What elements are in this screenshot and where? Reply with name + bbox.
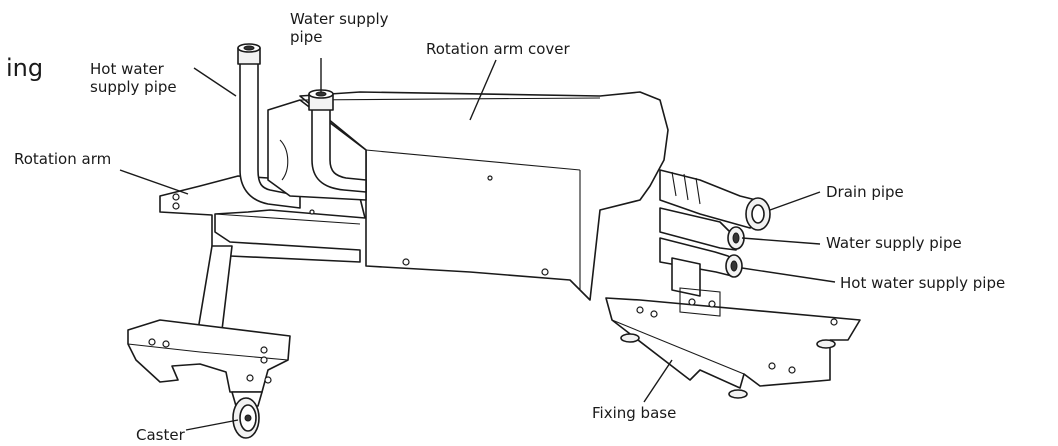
label-rotation-arm: Rotation arm: [14, 150, 112, 168]
label-water-supply-pipe-top: Water supply pipe: [290, 10, 389, 46]
label-caster: Caster: [136, 426, 185, 444]
label-hot-water-supply-pipe-top: Hot water supply pipe: [90, 60, 177, 96]
label-line: supply pipe: [90, 78, 177, 96]
label-fixing-base: Fixing base: [592, 404, 677, 422]
label-line: pipe: [290, 28, 323, 46]
fixing-base-drawing: [605, 287, 861, 399]
label-drain-pipe: Drain pipe: [826, 183, 904, 201]
heading-fragment: ing: [6, 54, 44, 82]
label-line: Hot water: [90, 60, 164, 78]
label-water-supply-pipe-right: Water supply pipe: [826, 234, 962, 252]
water-supply-pipe-drawing: [308, 89, 367, 193]
label-hot-water-supply-pipe-right: Hot water supply pipe: [840, 274, 1006, 292]
label-line: Water supply: [290, 10, 389, 28]
caster-leg-drawing: [127, 245, 291, 439]
label-rotation-arm-cover: Rotation arm cover: [426, 40, 570, 58]
leader-lines: [119, 58, 836, 431]
right-pipes-drawing: [659, 169, 771, 297]
